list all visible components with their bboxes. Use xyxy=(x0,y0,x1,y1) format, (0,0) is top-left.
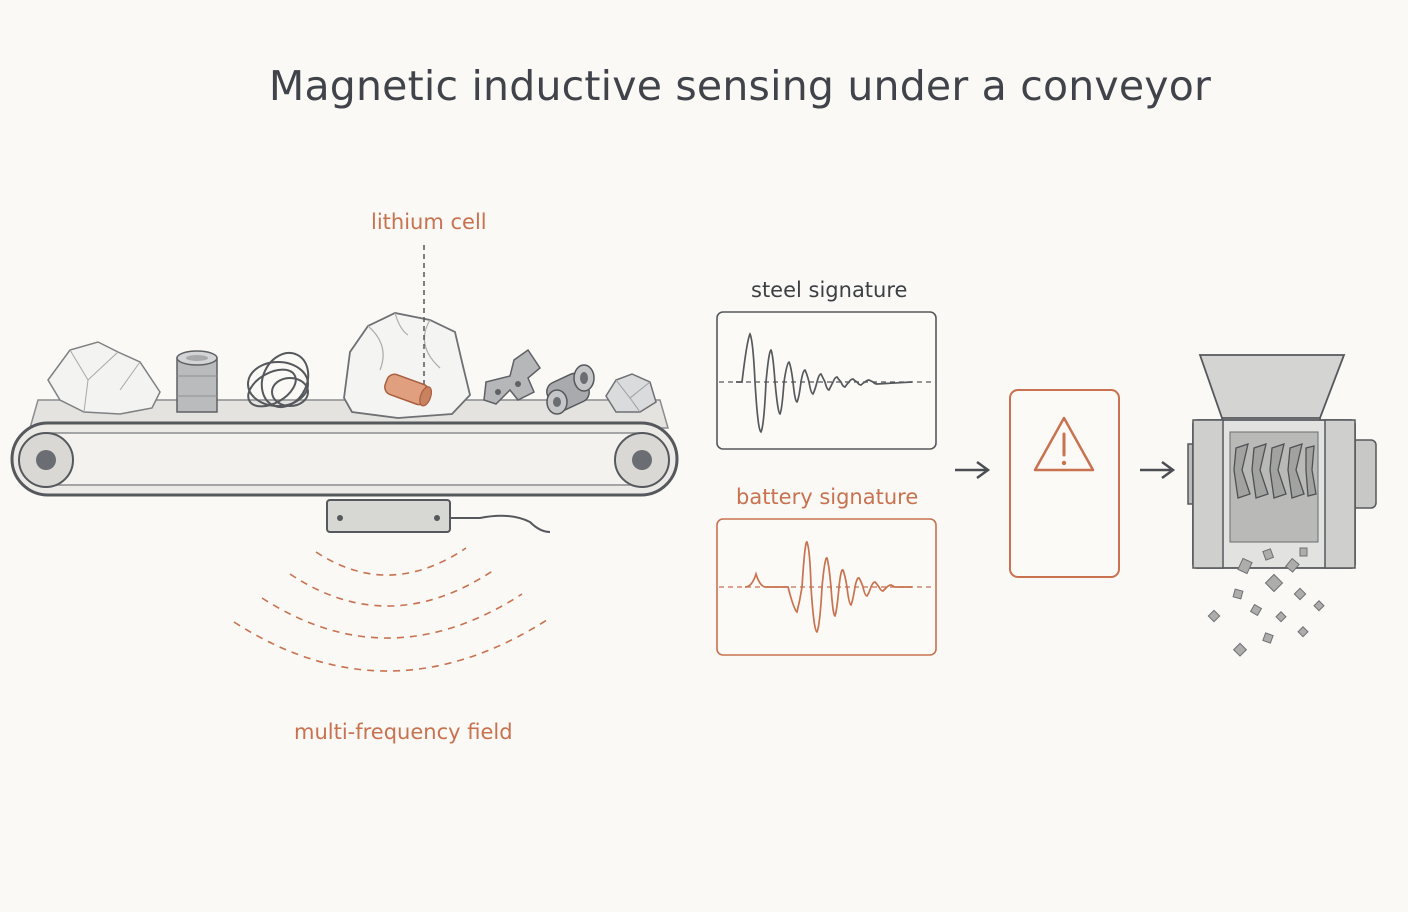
shredded-fragments xyxy=(1207,547,1325,657)
field-waves xyxy=(233,547,551,672)
paper-item xyxy=(47,341,161,415)
wire-tangle-item xyxy=(247,351,310,409)
arrow-right-icon-2 xyxy=(1140,460,1176,480)
alert-box xyxy=(1009,389,1120,578)
battery-signature-plot xyxy=(716,518,937,656)
diagram-title: Magnetic inductive sensing under a conve… xyxy=(268,62,1212,110)
pipe-fitting-item xyxy=(546,364,595,415)
steel-signature-plot xyxy=(716,311,937,450)
glass-shard-item xyxy=(605,373,657,413)
steel-signature-label: steel signature xyxy=(751,278,908,302)
plastic-bag-item xyxy=(343,312,471,419)
lithium-cell-label: lithium cell xyxy=(371,210,487,234)
shredder-icon xyxy=(1187,354,1377,569)
scrap-bracket-item xyxy=(483,348,541,405)
sensor-icon xyxy=(326,499,551,533)
steel-can-item xyxy=(176,350,218,413)
field-label: multi-frequency field xyxy=(294,720,513,744)
battery-signature-label: battery signature xyxy=(736,485,919,509)
warning-icon xyxy=(1033,416,1095,472)
arrow-right-icon xyxy=(955,460,991,480)
lithium-cell-item xyxy=(384,373,433,407)
